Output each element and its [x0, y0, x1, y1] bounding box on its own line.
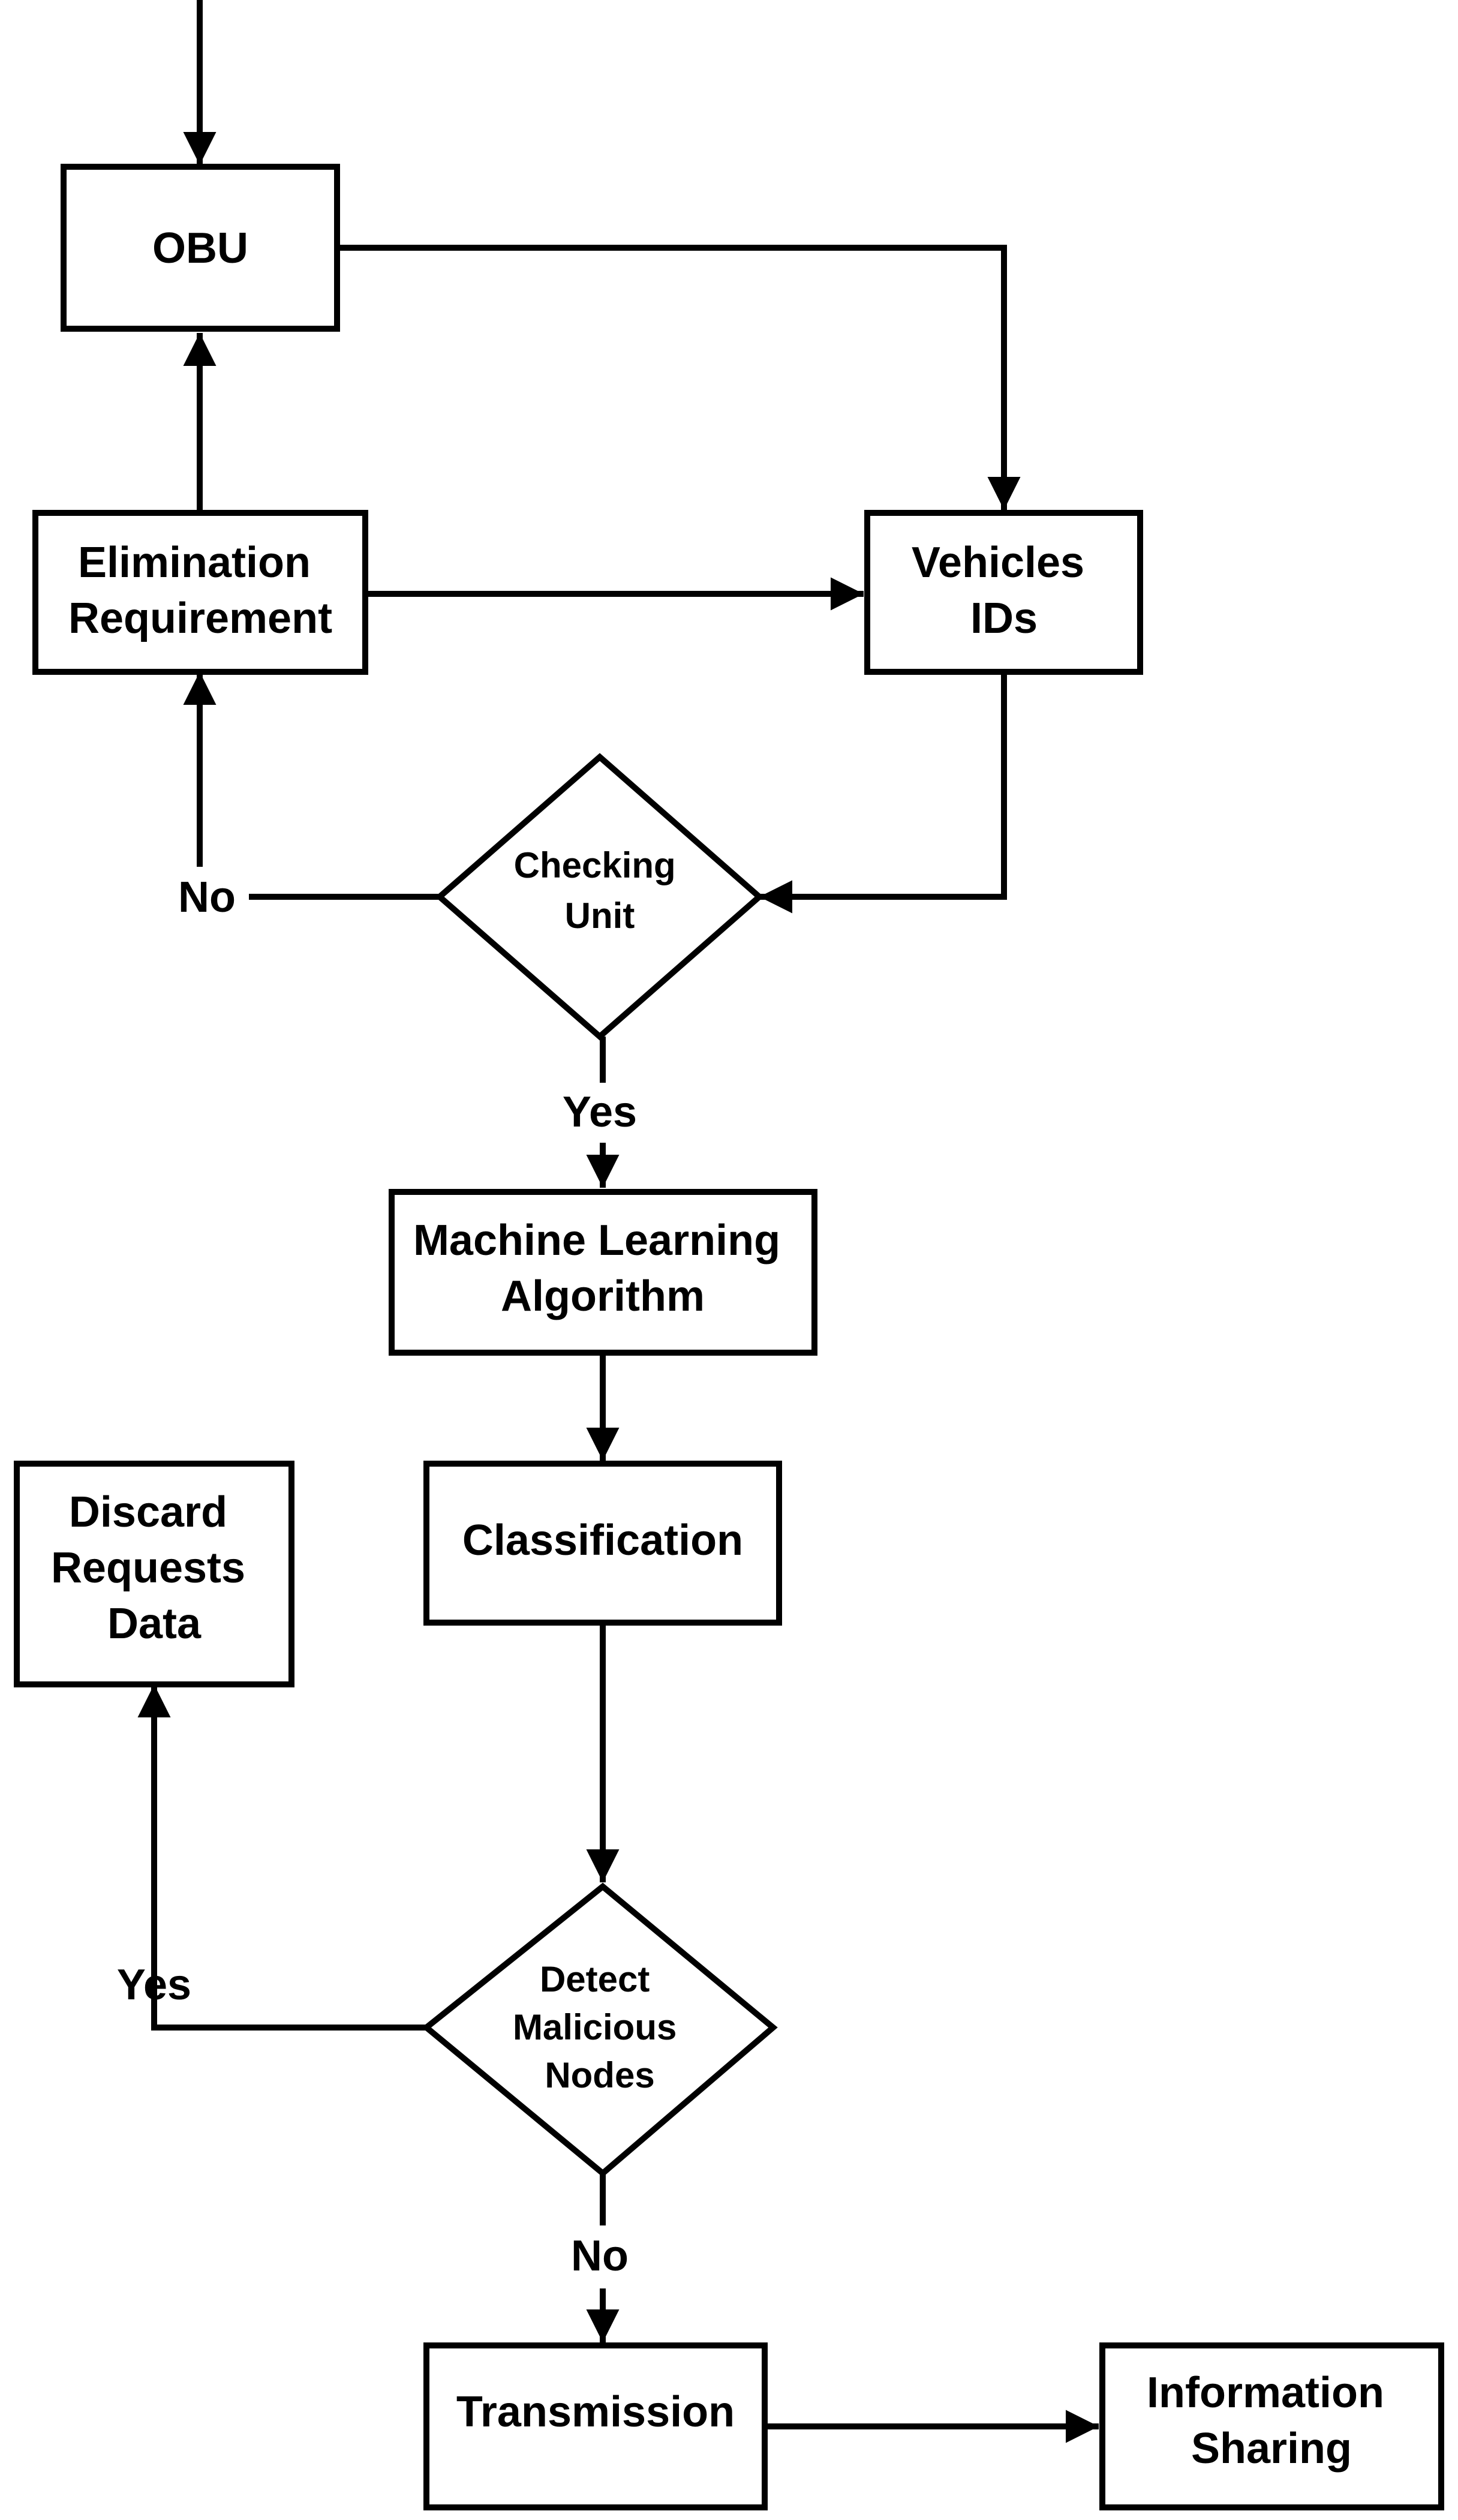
detect-malicious-no-label: No — [571, 2232, 629, 2280]
machine-learning-algorithm-box — [389, 1189, 817, 1356]
classification-label: Classification — [462, 1516, 743, 1564]
arrow-vehicles-ids-to-checking-unit — [759, 672, 1007, 914]
connectors — [137, 0, 1099, 2443]
checking-unit-diamond — [435, 753, 764, 1041]
information-sharing-label: Information Sharing — [1147, 2369, 1396, 2473]
detect-malicious-nodes-diamond — [422, 1882, 778, 2177]
obu-label: OBU — [152, 224, 248, 272]
machine-learning-algorithm-label: Machine Learning Algorithm — [413, 1217, 792, 1320]
checking-unit-no-label: No — [178, 873, 236, 921]
elimination-requirement-label: Elimination Requirement — [68, 539, 332, 642]
checking-unit-label: Checking Unit — [514, 845, 686, 936]
vehicles-ids-box — [864, 510, 1143, 675]
arrow-detect-yes-to-discard — [137, 1684, 426, 2031]
arrow-checking-no-to-elimination — [200, 672, 440, 900]
transmission-label: Transmission — [456, 2388, 735, 2436]
discard-requests-data-box — [14, 1461, 294, 1687]
detect-malicious-nodes-label: Detect Malicious Nodes — [513, 1959, 687, 2095]
obu-box — [61, 164, 340, 332]
information-sharing-box — [1099, 2342, 1444, 2510]
arrow-obu-to-vehicles-ids — [337, 245, 1021, 510]
classification-box — [423, 1461, 782, 1626]
elimination-requirement-box — [32, 510, 368, 675]
vehicles-ids-label: Vehicles IDs — [912, 539, 1096, 642]
detect-malicious-yes-label: Yes — [117, 1961, 191, 2009]
discard-requests-data-label: Discard Requests Data — [51, 1488, 257, 1648]
transmission-box — [423, 2342, 768, 2510]
checking-unit-yes-label: Yes — [563, 1088, 637, 1136]
